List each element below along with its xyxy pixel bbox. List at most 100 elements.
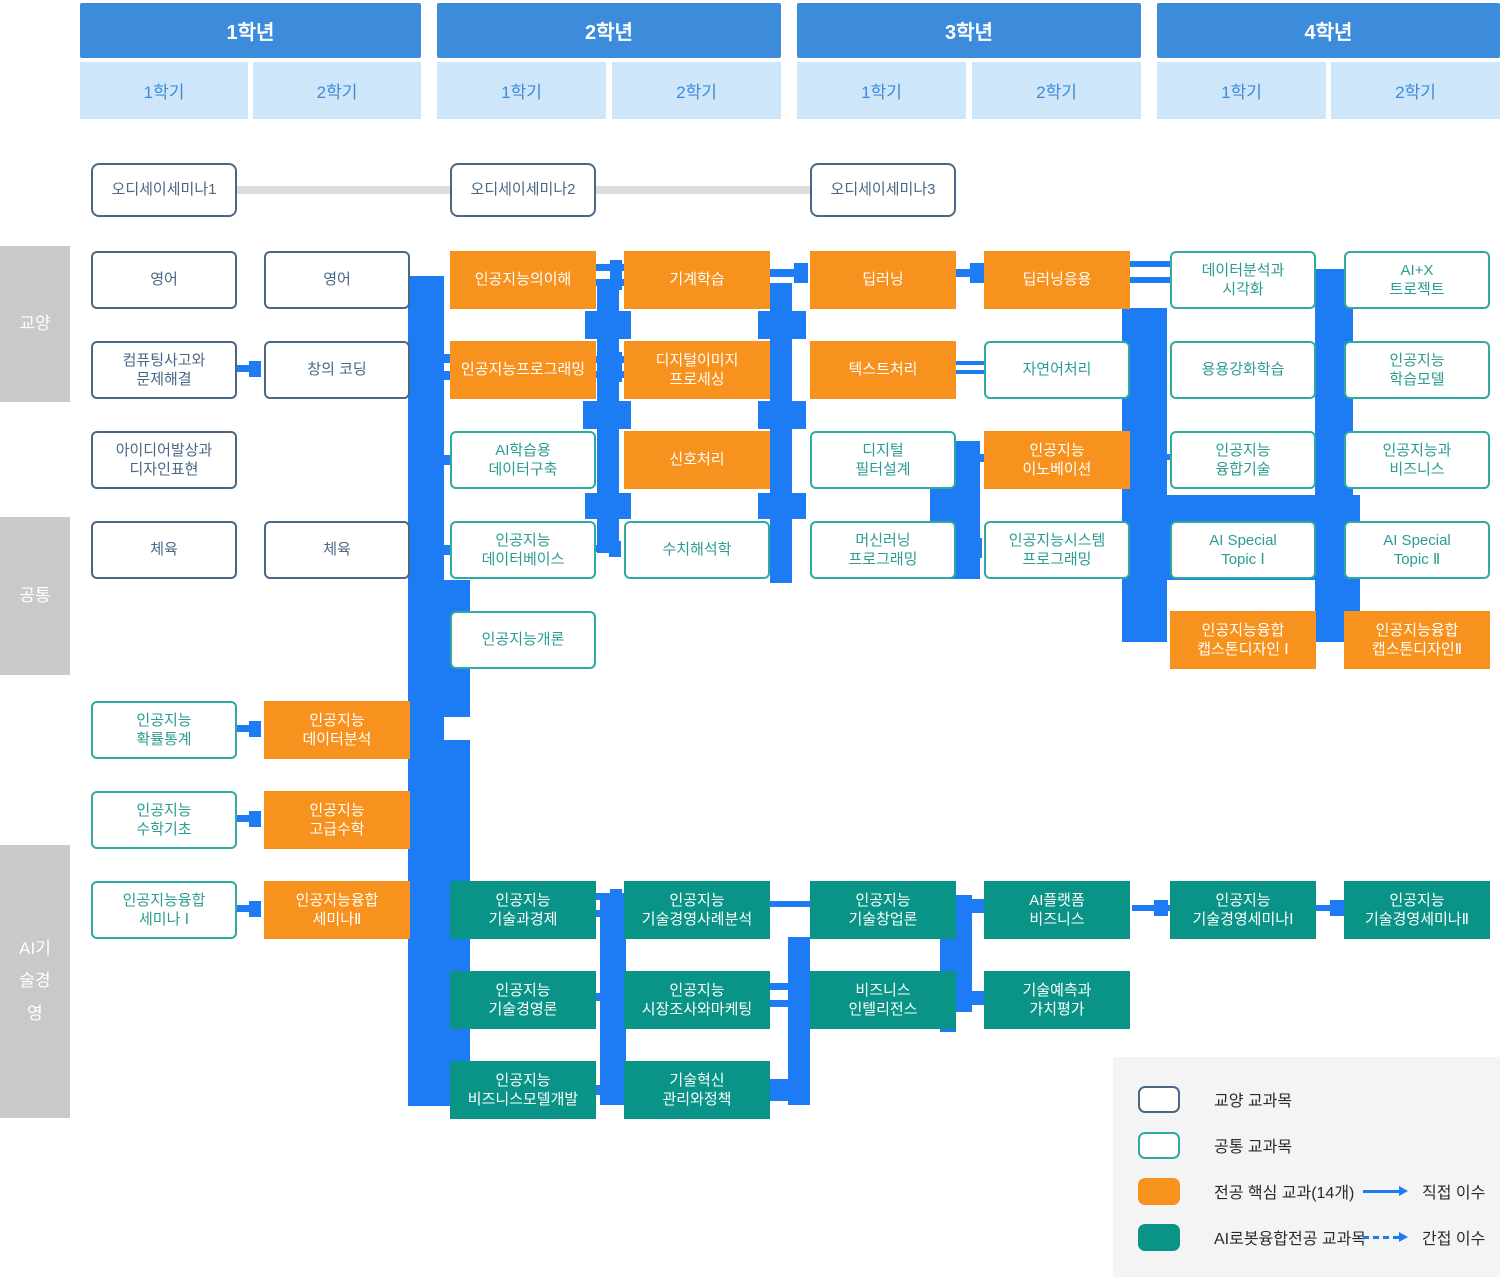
course-box: 디지털 필터설계 bbox=[810, 431, 956, 489]
course-box: 영어 bbox=[91, 251, 237, 309]
course-box: 자연어처리 bbox=[984, 341, 1130, 399]
course-box: 인공지능 데이터분석 bbox=[264, 701, 410, 759]
odyssey-connector bbox=[596, 186, 810, 194]
header-year-1: 1학년 bbox=[80, 3, 421, 58]
connector bbox=[758, 493, 806, 519]
connector bbox=[237, 815, 255, 822]
course-box: 체육 bbox=[91, 521, 237, 579]
course-box: 인공지능 확률통계 bbox=[91, 701, 237, 759]
course-box: 기술혁신 관리와정책 bbox=[624, 1061, 770, 1119]
course-box: 인공지능프로그래밍 bbox=[450, 341, 596, 399]
connector bbox=[968, 538, 982, 558]
legend-label-common: 공통 교과목 bbox=[1214, 1139, 1293, 1156]
legend-swatch-liberal bbox=[1138, 1085, 1180, 1113]
connector bbox=[1154, 900, 1168, 916]
connector bbox=[249, 361, 261, 377]
odyssey-connector bbox=[237, 186, 450, 194]
connector bbox=[596, 545, 616, 552]
header-year-1-semester-1: 1학기 bbox=[80, 62, 248, 119]
connector bbox=[956, 544, 976, 552]
header-year-2: 2학년 bbox=[437, 3, 781, 58]
connector bbox=[610, 352, 622, 367]
connector bbox=[610, 260, 622, 275]
course-box: 인공지능 기술경영세미나Ⅰ bbox=[1170, 881, 1316, 939]
header-year-3-semester-2: 2학기 bbox=[972, 62, 1141, 119]
legend-item-liberal: 교양 교과목 bbox=[1138, 1085, 1292, 1113]
connector bbox=[1130, 454, 1170, 460]
course-box: 데이터분석과 시각화 bbox=[1170, 251, 1316, 309]
side-label-common: 공통 bbox=[0, 517, 70, 675]
connector bbox=[237, 725, 255, 732]
course-box: 인공지능융합 캡스톤디자인Ⅱ bbox=[1344, 611, 1490, 669]
connector bbox=[610, 1081, 622, 1099]
course-box: 인공지능개론 bbox=[450, 611, 596, 669]
course-box: 신호처리 bbox=[624, 431, 770, 489]
legend-arrow-direct: 직접 이수 bbox=[1363, 1181, 1486, 1202]
connector bbox=[609, 541, 621, 557]
course-box: 기계학습 bbox=[624, 251, 770, 309]
course-box: 창의 코딩 bbox=[264, 341, 410, 399]
legend: 교양 교과목 공통 교과목 전공 핵심 교과(14개) AI로봇융합전공 교과목… bbox=[1113, 1057, 1500, 1277]
course-box: AI Special Topic Ⅰ bbox=[1170, 521, 1316, 579]
course-box: 영어 bbox=[264, 251, 410, 309]
legend-item-airobot: AI로봇융합전공 교과목 bbox=[1138, 1223, 1366, 1251]
legend-swatch-common bbox=[1138, 1131, 1180, 1159]
connector bbox=[444, 455, 454, 465]
course-box: AI+X 트로젝트 bbox=[1344, 251, 1490, 309]
course-box: 인공지능 비즈니스모델개발 bbox=[450, 1061, 596, 1119]
course-box: 딥러닝응용 bbox=[984, 251, 1130, 309]
course-box: 아이디어발상과 디자인표현 bbox=[91, 431, 237, 489]
connector bbox=[610, 889, 622, 904]
course-box: 컴퓨팅사고와 문제해결 bbox=[91, 341, 237, 399]
legend-label-core: 전공 핵심 교과(14개) bbox=[1214, 1185, 1355, 1202]
connector bbox=[956, 454, 984, 462]
course-box: 체육 bbox=[264, 521, 410, 579]
connector bbox=[956, 895, 972, 1012]
side-label-common-text: 공통 bbox=[19, 585, 51, 605]
connector bbox=[610, 906, 622, 921]
connector bbox=[583, 401, 631, 429]
connector bbox=[585, 493, 631, 519]
connector bbox=[610, 367, 622, 382]
connector bbox=[1130, 261, 1170, 267]
header-year-4-semester-1: 1학기 bbox=[1157, 62, 1326, 119]
connector bbox=[444, 545, 454, 555]
course-box: 인공지능과 비즈니스 bbox=[1344, 431, 1490, 489]
connector bbox=[585, 311, 631, 339]
odyssey-box: 오디세이세미나2 bbox=[450, 163, 596, 217]
course-box: 머신러닝 프로그래밍 bbox=[810, 521, 956, 579]
course-box: AI학습용 데이터구축 bbox=[450, 431, 596, 489]
connector bbox=[1130, 277, 1170, 283]
course-box: 인공지능 이노베이션 bbox=[984, 431, 1130, 489]
connector bbox=[1122, 578, 1167, 642]
course-box: 용용강화학습 bbox=[1170, 341, 1316, 399]
legend-item-common: 공통 교과목 bbox=[1138, 1131, 1292, 1159]
course-box: 인공지능융합 세미나 Ⅰ bbox=[91, 881, 237, 939]
side-label-ai-tech-mgmt: AI기술경영 bbox=[0, 845, 70, 1118]
side-label-ai-tech-mgmt-text: AI기술경영 bbox=[19, 939, 51, 1023]
connector bbox=[770, 901, 810, 907]
legend-item-core: 전공 핵심 교과(14개) bbox=[1138, 1177, 1354, 1205]
header-year-2-semester-1: 1학기 bbox=[437, 62, 606, 119]
connector bbox=[770, 983, 810, 990]
connector bbox=[956, 361, 984, 365]
connector bbox=[610, 275, 622, 290]
course-box: 기술예측과 가치평가 bbox=[984, 971, 1130, 1029]
course-box: 인공지능 데이터베이스 bbox=[450, 521, 596, 579]
course-box: AI Special Topic Ⅱ bbox=[1344, 521, 1490, 579]
header-year-2-semester-2: 2학기 bbox=[612, 62, 781, 119]
connector bbox=[794, 979, 806, 994]
connector bbox=[1316, 269, 1344, 281]
course-box: AI플랫폼 비즈니스 bbox=[984, 881, 1130, 939]
odyssey-box: 오디세이세미나1 bbox=[91, 163, 237, 217]
course-box: 인공지능융합 세미나Ⅱ bbox=[264, 881, 410, 939]
connector bbox=[956, 370, 984, 374]
course-box: 인공지능 고급수학 bbox=[264, 791, 410, 849]
dashed-arrow-icon bbox=[1363, 1235, 1399, 1239]
legend-label-direct: 직접 이수 bbox=[1422, 1185, 1486, 1202]
legend-swatch-airobot bbox=[1138, 1223, 1180, 1251]
connector bbox=[956, 991, 984, 1005]
connector bbox=[770, 1079, 790, 1101]
connector bbox=[249, 721, 261, 737]
